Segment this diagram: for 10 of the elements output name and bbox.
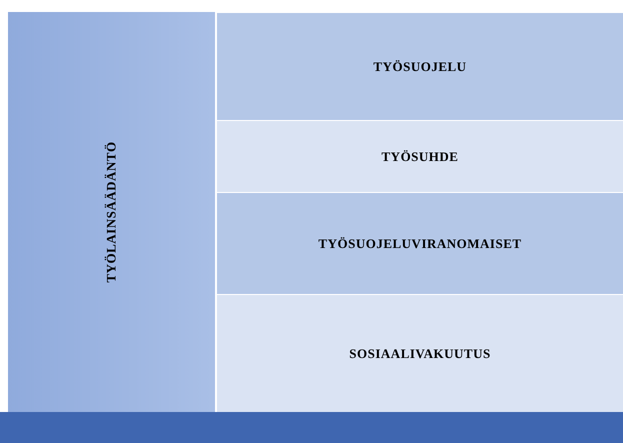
topic-band xyxy=(217,120,623,192)
band-label: TYÖSUOJELU xyxy=(373,58,467,74)
topic-band xyxy=(217,192,623,294)
band-label: TYÖSUOJELUVIRANOMAISET xyxy=(318,236,522,252)
band-label: TYÖSUHDE xyxy=(382,148,458,164)
topic-band xyxy=(217,12,623,120)
topic-band xyxy=(217,294,623,412)
side-panel xyxy=(8,12,215,412)
band-label: SOSIAALIVAKUUTUS xyxy=(349,346,491,362)
vertical-heading: TYÖLAINSÄÄDÄNTÖ xyxy=(104,141,120,283)
